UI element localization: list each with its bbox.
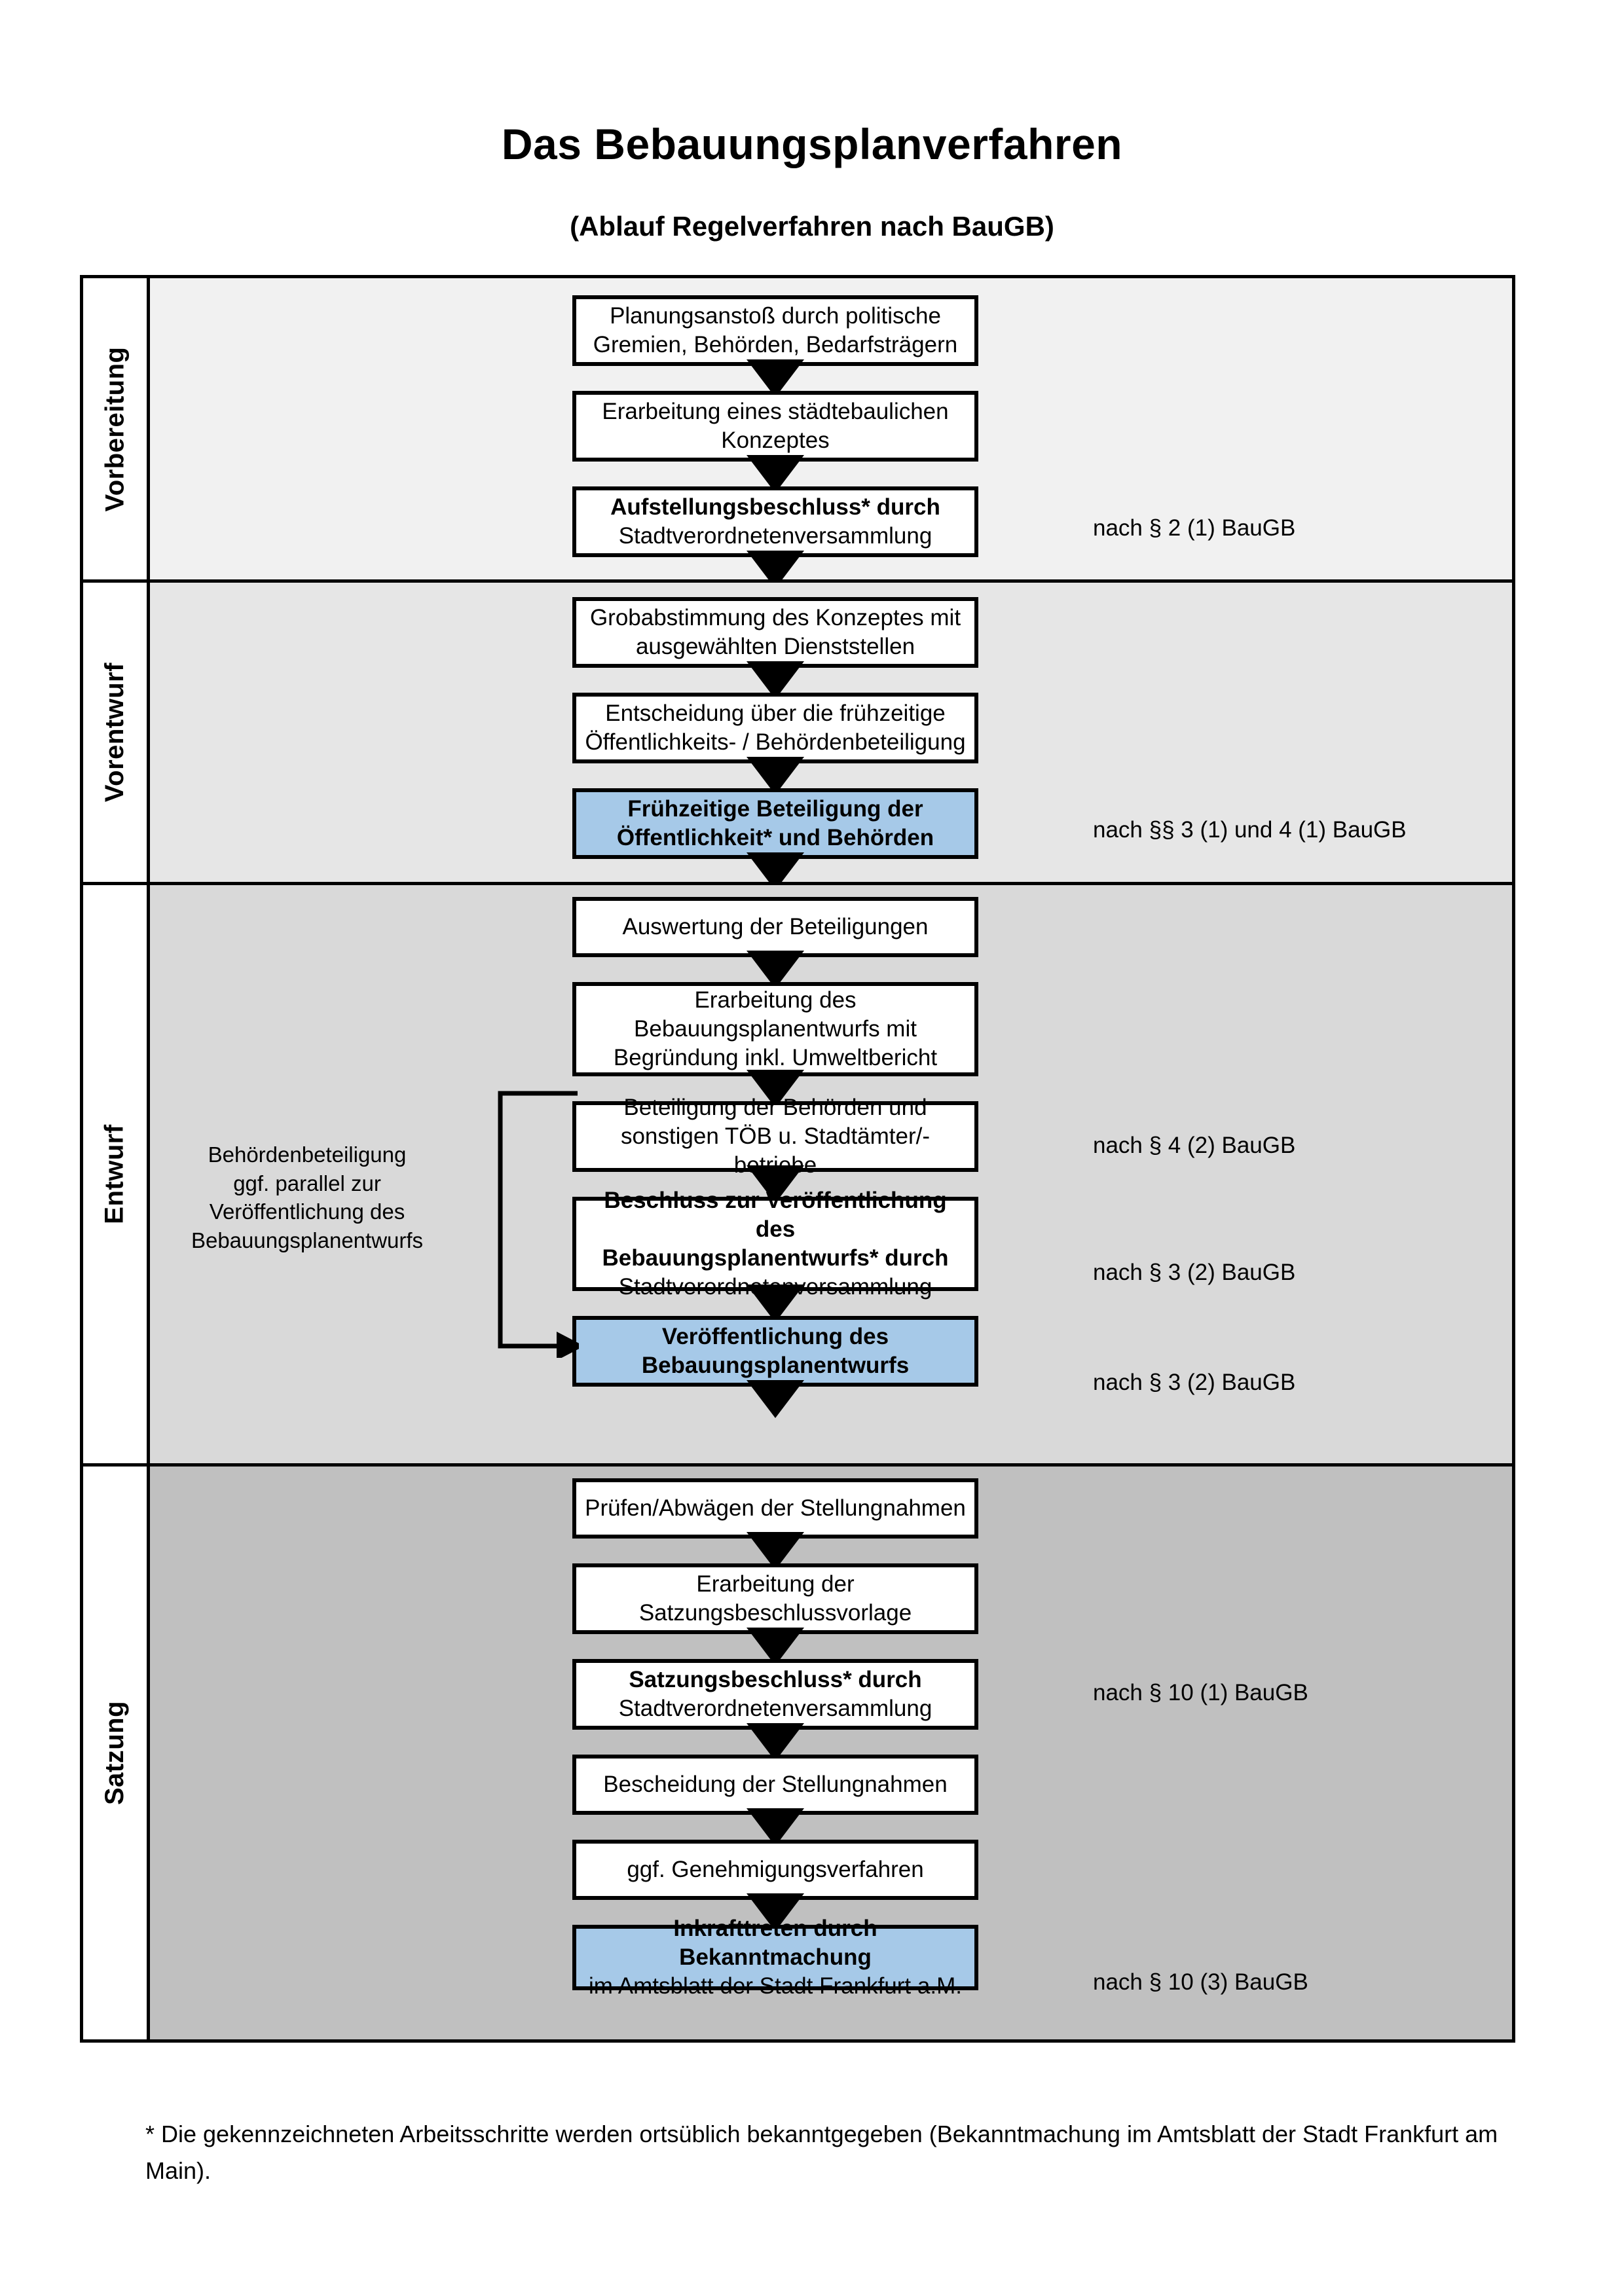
phase-label-text: Vorbereitung bbox=[100, 346, 129, 511]
step-line-2: Satzungsbeschlussvorlage bbox=[638, 1600, 912, 1626]
step-line-2: Öffentlichkeit* und Behörden bbox=[616, 825, 934, 850]
parallel-flow-connector-arrow bbox=[498, 1091, 579, 1358]
step-box[interactable]: Entscheidung über die frühzeitige Öffent… bbox=[572, 693, 978, 763]
page-title: Das Bebauungsplanverfahren bbox=[501, 120, 1123, 168]
legal-reference: nach § 4 (2) BauGB bbox=[1093, 1133, 1296, 1158]
phase-label-satzung: Satzung bbox=[83, 1467, 150, 2039]
step-box[interactable]: ggf. Genehmigungsverfahren bbox=[572, 1840, 978, 1900]
phase-entwurf: Entwurf Auswertung der Beteiligungen Era… bbox=[83, 882, 1512, 1463]
step-line-1: Inkrafttreten durch Bekanntmachung bbox=[673, 1915, 877, 1970]
step-box-highlighted[interactable]: Inkrafttreten durch Bekanntmachung im Am… bbox=[572, 1916, 978, 1999]
step-line-1: Auswertung der Beteiligungen bbox=[622, 913, 929, 939]
step-box-highlighted[interactable]: Frühzeitige Beteiligung der Öffentlichke… bbox=[572, 788, 978, 859]
step-box[interactable]: Planungsanstoß durch politische Gremien,… bbox=[572, 295, 978, 366]
step-box[interactable]: Erarbeitung eines städtebaulichen Konzep… bbox=[572, 391, 978, 462]
legal-reference: nach §§ 3 (1) und 4 (1) BauGB bbox=[1093, 817, 1407, 843]
step-box[interactable]: Prüfen/Abwägen der Stellungnahmen bbox=[572, 1478, 978, 1539]
flowchart-frame: Vorbereitung Planungsanstoß durch politi… bbox=[80, 275, 1515, 2043]
side-note: Behördenbeteiligung ggf. parallel zur Ve… bbox=[170, 1140, 445, 1254]
step-line-2: ausgewählten Dienststellen bbox=[635, 634, 915, 659]
side-note-line-4: Bebauungsplanentwurfs bbox=[191, 1228, 424, 1252]
step-line-1: Planungsanstoß durch politische bbox=[610, 302, 941, 329]
step-line-1: Erarbeitung des bbox=[694, 987, 857, 1013]
phase-satzung: Satzung Prüfen/Abwägen der Stellungnahme… bbox=[83, 1463, 1512, 2039]
step-box[interactable]: Erarbeitung des Bebauungsplanentwurfs mi… bbox=[572, 982, 978, 1076]
step-line-1: Erarbeitung eines städtebaulichen bbox=[602, 398, 949, 424]
side-note-line-2: ggf. parallel zur bbox=[233, 1171, 381, 1195]
phase-body-entwurf: Auswertung der Beteiligungen Erarbeitung… bbox=[150, 885, 1512, 1463]
step-line-2: Stadtverordnetenversammlung bbox=[618, 1696, 932, 1721]
step-line-1: Veröffentlichung des bbox=[661, 1323, 889, 1349]
phase-body-vorentwurf: Grobabstimmung des Konzeptes mit ausgewä… bbox=[150, 583, 1512, 890]
step-line-1: ggf. Genehmigungsverfahren bbox=[627, 1856, 924, 1882]
side-note-line-3: Veröffentlichung des bbox=[209, 1199, 405, 1224]
page-subtitle: (Ablauf Regelverfahren nach BauGB) bbox=[570, 211, 1054, 242]
step-line-1: Grobabstimmung des Konzeptes mit bbox=[589, 604, 961, 630]
step-line-2: Gremien, Behörden, Bedarfsträgern bbox=[593, 332, 958, 357]
legal-reference: nach § 2 (1) BauGB bbox=[1093, 515, 1296, 541]
step-line-1: Beschluss zur Veröffentlichung des bbox=[604, 1187, 947, 1242]
phase-label-entwurf: Entwurf bbox=[83, 885, 150, 1463]
step-line-1: Frühzeitige Beteiligung der bbox=[627, 795, 923, 822]
step-box[interactable]: Beteiligung der Behörden und sonstigen T… bbox=[572, 1095, 978, 1178]
step-box[interactable]: Satzungsbeschluss* durch Stadtverordnete… bbox=[572, 1659, 978, 1730]
phase-label-text: Satzung bbox=[100, 1700, 130, 1806]
flow-arrow-down-icon bbox=[747, 1380, 804, 1418]
step-line-2: Bebauungsplanentwurfs mit bbox=[634, 1015, 917, 1042]
legal-reference: nach § 10 (1) BauGB bbox=[1093, 1680, 1308, 1705]
step-box[interactable]: Bescheidung der Stellungnahmen bbox=[572, 1755, 978, 1815]
phase-label-vorentwurf: Vorentwurf bbox=[83, 583, 150, 882]
legal-reference: nach § 3 (2) BauGB bbox=[1093, 1260, 1296, 1285]
step-box[interactable]: Auswertung der Beteiligungen bbox=[572, 897, 978, 957]
step-line-1: Aufstellungsbeschluss* durch bbox=[610, 494, 940, 520]
legal-reference: nach § 10 (3) BauGB bbox=[1093, 1969, 1308, 1995]
step-box[interactable]: Aufstellungsbeschluss* durch Stadtverord… bbox=[572, 486, 978, 557]
phase-vorentwurf: Vorentwurf Grobabstimmung des Konzeptes … bbox=[83, 579, 1512, 890]
step-box[interactable]: Grobabstimmung des Konzeptes mit ausgewä… bbox=[572, 597, 978, 668]
step-line-1: Bescheidung der Stellungnahmen bbox=[603, 1771, 948, 1797]
side-note-line-1: Behördenbeteiligung bbox=[208, 1142, 407, 1167]
step-box[interactable]: Erarbeitung der Satzungsbeschlussvorlage bbox=[572, 1563, 978, 1634]
phase-label-text: Entwurf bbox=[100, 1124, 129, 1224]
step-box-highlighted[interactable]: Veröffentlichung des Bebauungsplanentwur… bbox=[572, 1316, 978, 1387]
step-line-2: Bebauungsplanentwurfs* durch bbox=[602, 1245, 949, 1271]
step-line-1: Satzungsbeschluss* durch bbox=[629, 1666, 922, 1692]
step-line-2: Bebauungsplanentwurfs bbox=[641, 1353, 910, 1378]
step-line-3: Begründung inkl. Umweltbericht bbox=[613, 1045, 938, 1071]
step-line-2: Konzeptes bbox=[721, 428, 830, 453]
step-box[interactable]: Beschluss zur Veröffentlichung des Bebau… bbox=[572, 1188, 978, 1300]
step-line-1: Entscheidung über die frühzeitige bbox=[605, 700, 946, 726]
phase-body-satzung: Prüfen/Abwägen der Stellungnahmen Erarbe… bbox=[150, 1467, 1512, 2039]
phase-vorbereitung: Vorbereitung Planungsanstoß durch politi… bbox=[83, 278, 1512, 589]
phase-label-vorbereitung: Vorbereitung bbox=[83, 278, 150, 579]
phase-label-text: Vorentwurf bbox=[100, 662, 129, 803]
step-line-1: Prüfen/Abwägen der Stellungnahmen bbox=[585, 1495, 966, 1521]
step-line-2: im Amtsblatt der Stadt Frankfurt a.M. bbox=[589, 1973, 962, 1999]
step-line-1: Beteiligung der Behörden und bbox=[623, 1094, 927, 1120]
step-line-1: Erarbeitung der bbox=[696, 1571, 855, 1597]
step-line-2: Öffentlichkeits- / Behördenbeteiligung bbox=[585, 729, 966, 755]
legal-reference: nach § 3 (2) BauGB bbox=[1093, 1370, 1296, 1395]
phase-body-vorbereitung: Planungsanstoß durch politische Gremien,… bbox=[150, 278, 1512, 589]
footnote: * Die gekennzeichneten Arbeitsschritte w… bbox=[145, 2121, 1498, 2184]
step-line-2: Stadtverordnetenversammlung bbox=[618, 523, 932, 549]
